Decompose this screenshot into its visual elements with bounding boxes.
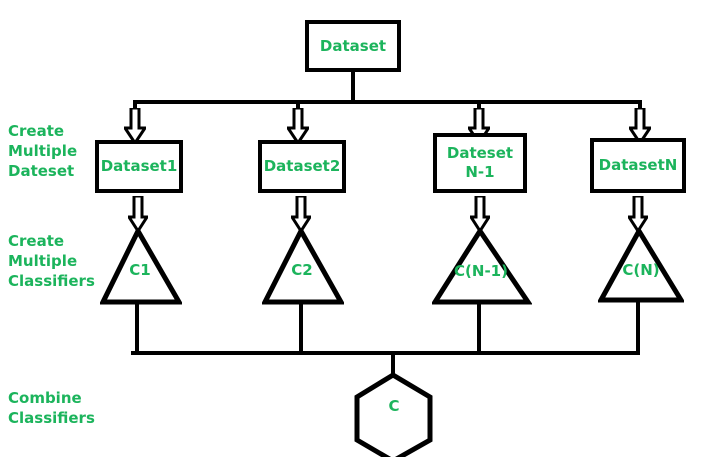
node-classifier-n-label: C(N) — [622, 261, 660, 279]
connector-bus-drop-2 — [296, 100, 300, 112]
node-classifier-2[interactable] — [262, 228, 344, 306]
stage-label-create-multiple-classifiers: Create Multiple Classifiers — [8, 232, 95, 290]
node-dataset-1[interactable]: Dataset1 — [95, 140, 183, 193]
arrow-down-icon-classifier-1 — [128, 196, 148, 232]
node-combiner-label: C — [388, 397, 400, 415]
connector-classifier-drop-3 — [477, 300, 481, 355]
arrow-down-icon-classifier-4 — [628, 196, 648, 232]
connector-classifier-drop-1 — [135, 300, 139, 355]
connector-classifier-drop-4 — [636, 298, 640, 355]
node-classifier-2-label: C2 — [291, 261, 313, 279]
arrow-down-icon-dataset-1 — [124, 108, 146, 144]
arrow-down-icon-classifier-3 — [470, 196, 490, 232]
node-dataset-2[interactable]: Dataset2 — [258, 140, 346, 193]
arrow-down-icon-dataset-4 — [629, 108, 651, 144]
node-dataset-n-minus-1[interactable]: Dateset N-1 — [433, 133, 527, 193]
connector-classifier-drop-2 — [299, 300, 303, 355]
node-dataset-n[interactable]: DatasetN — [590, 138, 686, 193]
connector-bus-drop-3 — [477, 100, 481, 112]
node-classifier-1[interactable] — [100, 228, 182, 306]
connector-bus-drop-1 — [133, 100, 137, 112]
node-dataset-root[interactable]: Dataset — [305, 20, 401, 72]
node-dataset-n-label: DatasetN — [598, 156, 678, 174]
node-dataset-2-label: Dataset2 — [263, 157, 341, 175]
node-dataset-1-label: Dataset1 — [100, 157, 178, 175]
connector-distribution-bus — [133, 100, 642, 104]
node-classifier-n-minus-1[interactable] — [432, 228, 532, 306]
node-dataset-root-label: Dataset — [319, 36, 387, 55]
node-classifier-n-minus-1-label: C(N-1) — [454, 262, 508, 280]
stage-label-combine-classifiers: Combine Classifiers — [8, 389, 95, 427]
node-classifier-n[interactable] — [598, 228, 684, 306]
connector-combine-bus — [131, 351, 640, 355]
arrow-down-icon-dataset-2 — [287, 108, 309, 144]
node-dataset-n-minus-1-label: Dateset N-1 — [446, 144, 514, 181]
connector-combiner-stem — [391, 351, 395, 376]
node-classifier-1-label: C1 — [129, 261, 151, 279]
connector-bus-drop-4 — [638, 100, 642, 112]
node-combiner[interactable] — [352, 372, 436, 457]
connector-root-stem — [351, 72, 355, 102]
stage-label-create-multiple-dataset: Create Multiple Dateset — [8, 122, 78, 180]
arrow-down-icon-classifier-2 — [291, 196, 311, 232]
